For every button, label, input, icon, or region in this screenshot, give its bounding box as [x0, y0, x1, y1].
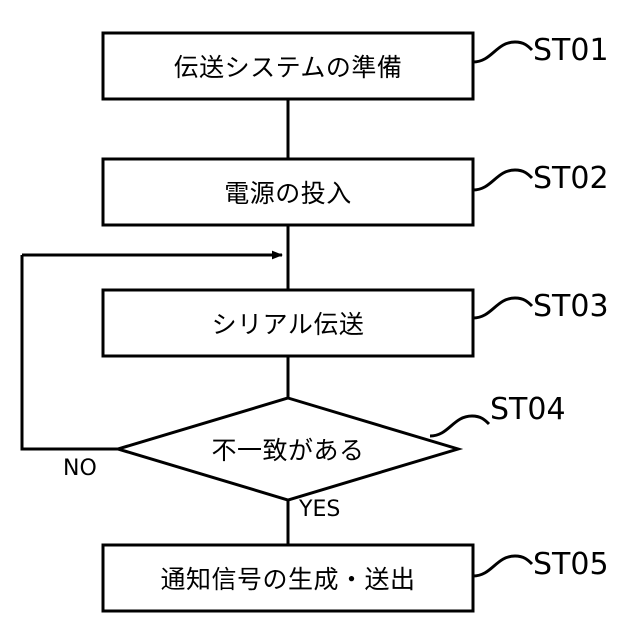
step-tag-st04: ST04 [490, 392, 566, 427]
leader-st03 [472, 296, 534, 320]
step-tag-st01: ST01 [533, 33, 609, 68]
node-st05-rect [101, 543, 475, 613]
node-st02-rect [101, 157, 475, 227]
node-st03-rect [101, 288, 475, 358]
node-st02-label: 電源の投入 [224, 179, 352, 208]
node-st03-label: シリアル伝送 [211, 310, 365, 339]
step-tag-st03: ST03 [533, 289, 609, 324]
node-st04-label: 不一致がある [211, 436, 365, 465]
edge-label-yes: YES [299, 497, 341, 522]
leader-st02 [472, 168, 534, 192]
node-st01-label: 伝送システムの準備 [173, 53, 403, 82]
node-st05-label: 通知信号の生成・送出 [160, 565, 416, 594]
connector-no-branch [20, 255, 118, 451]
leader-st05 [472, 554, 534, 578]
leader-st01 [472, 40, 534, 64]
edge-label-no: NO [63, 456, 97, 481]
step-tag-st05: ST05 [533, 547, 609, 582]
leader-st04 [429, 414, 491, 438]
step-tag-st02: ST02 [533, 161, 609, 196]
node-st01-rect [101, 31, 475, 101]
